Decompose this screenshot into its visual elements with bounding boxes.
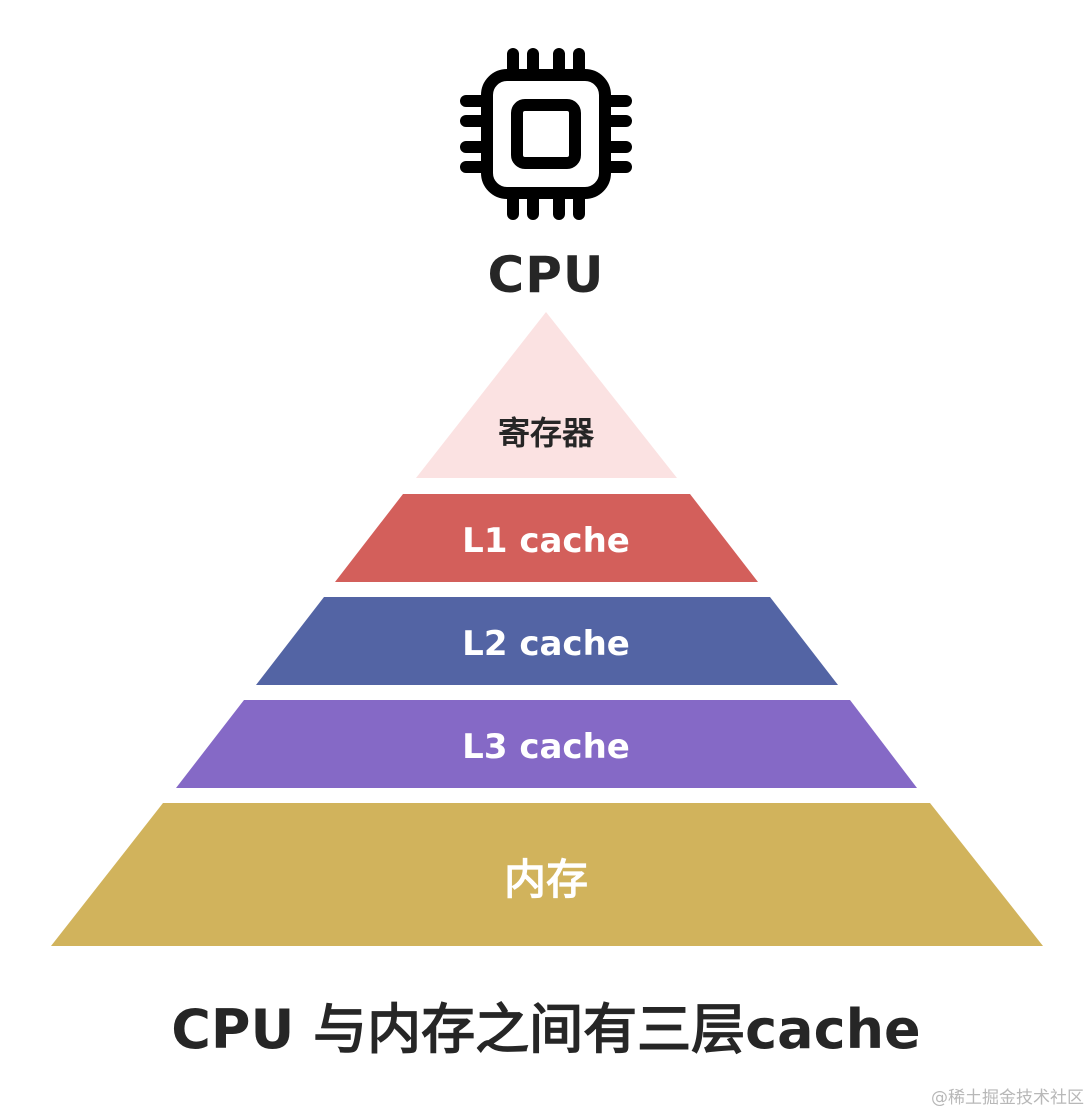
layer-label-memory: 内存	[503, 855, 588, 904]
layer-label-registers: 寄存器	[497, 414, 594, 452]
watermark: @稀土掘金技术社区	[931, 1088, 1084, 1108]
pyramid-layer-l1-cache	[335, 494, 758, 582]
pyramid-layer-l3-cache	[176, 700, 917, 788]
diagram-caption: CPU 与内存之间有三层cache	[171, 998, 921, 1061]
layer-label-l3-cache: L3 cache	[462, 727, 630, 767]
pyramid-layer-l2-cache	[256, 597, 838, 685]
cpu-chip-icon	[458, 46, 634, 222]
cpu-label: CPU	[487, 246, 605, 304]
layer-label-l1-cache: L1 cache	[462, 521, 630, 561]
layer-label-l2-cache: L2 cache	[462, 624, 630, 664]
pyramid-layer-memory	[51, 803, 1043, 946]
pyramid-layer-registers	[416, 312, 677, 478]
cpu-chip-icon-svg	[460, 48, 632, 220]
